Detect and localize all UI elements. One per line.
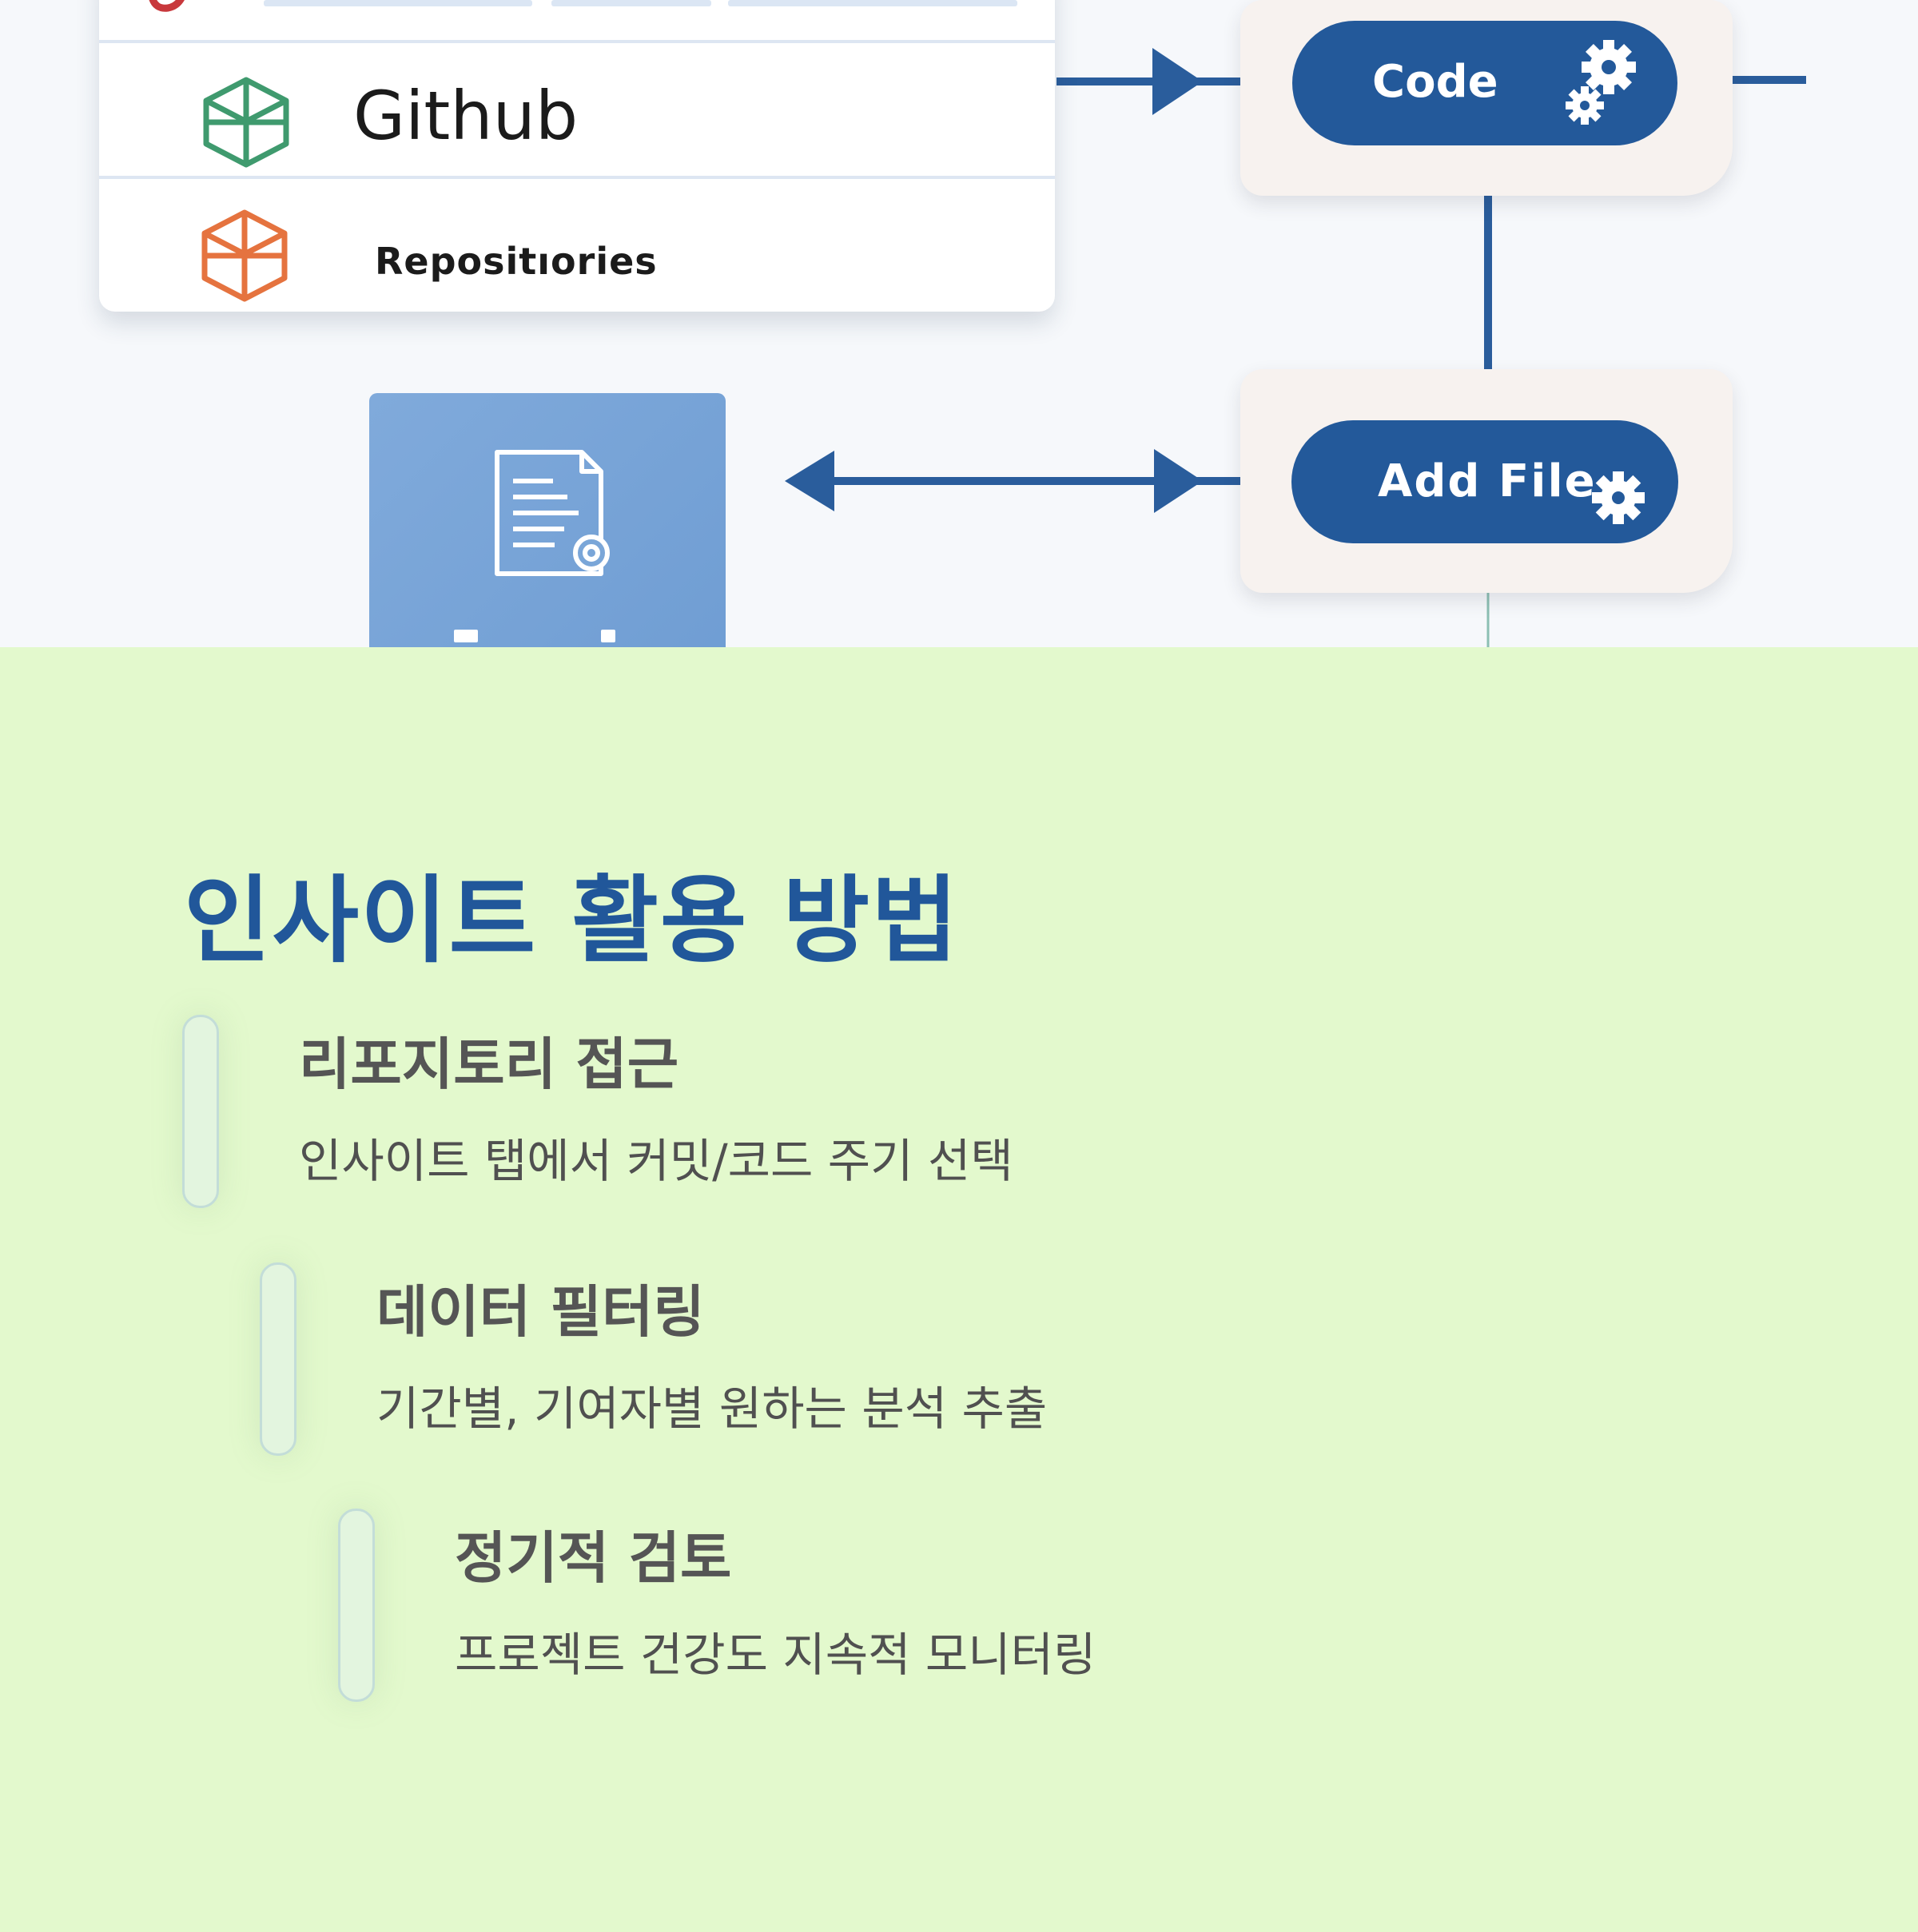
list-item-github[interactable]: Github: [99, 43, 1055, 176]
step-title: 데이터 필터링: [376, 1279, 705, 1345]
arrow-head-addfile: [1154, 449, 1203, 513]
top-bar-segment: [728, 0, 1017, 6]
step-description: 기간별, 기여자별 원하는 분석 추출: [376, 1381, 1048, 1436]
list-item-label: Repositıories: [375, 240, 658, 283]
row-divider: [99, 40, 1055, 43]
list-item-repositories[interactable]: Repositıories: [99, 179, 1055, 312]
top-bar-segment: [264, 0, 532, 6]
top-bar-segment: [551, 0, 711, 6]
code-button[interactable]: Code: [1292, 21, 1677, 145]
cube-icon: [201, 75, 291, 171]
arrow-head-code: [1152, 48, 1203, 115]
code-node-card: Code: [1240, 0, 1733, 196]
step-marker: [182, 1015, 219, 1208]
section-title: 인사이트 활용 방법: [184, 865, 960, 976]
gears-icon: [1562, 35, 1642, 134]
row-divider: [99, 176, 1055, 179]
step-description: 프로젝트 건강도 지속적 모니터링: [455, 1628, 1096, 1682]
document-icon: [492, 447, 620, 588]
flow-connectors: [785, 48, 1806, 647]
diagram-illustration: Github Repositıories Code: [0, 0, 1918, 647]
arrow-head-doc: [785, 451, 834, 511]
step-marker: [338, 1509, 375, 1702]
repository-list-panel: Github Repositıories: [99, 0, 1055, 312]
step-description: 인사이트 탭에서 커밋/코드 주기 선택: [299, 1134, 1013, 1188]
gear-icon: [1590, 470, 1646, 529]
tile-text-fragment: [601, 630, 615, 642]
add-file-button[interactable]: Add File: [1291, 420, 1678, 543]
step-title: 정기적 검토: [455, 1525, 732, 1591]
document-tile[interactable]: [369, 393, 726, 647]
list-item-label: Github: [353, 77, 579, 155]
step-marker: [260, 1262, 296, 1456]
cube-icon: [200, 208, 289, 305]
partial-logo-icon: [149, 0, 185, 12]
add-file-node-card: Add File: [1240, 369, 1733, 593]
tile-text-fragment: [454, 630, 478, 642]
add-file-button-label: Add File: [1378, 455, 1597, 507]
insight-usage-section: 인사이트 활용 방법 리포지토리 접근 인사이트 탭에서 커밋/코드 주기 선택…: [0, 647, 1918, 1932]
step-title: 리포지토리 접근: [299, 1032, 679, 1097]
code-button-label: Code: [1372, 56, 1498, 108]
